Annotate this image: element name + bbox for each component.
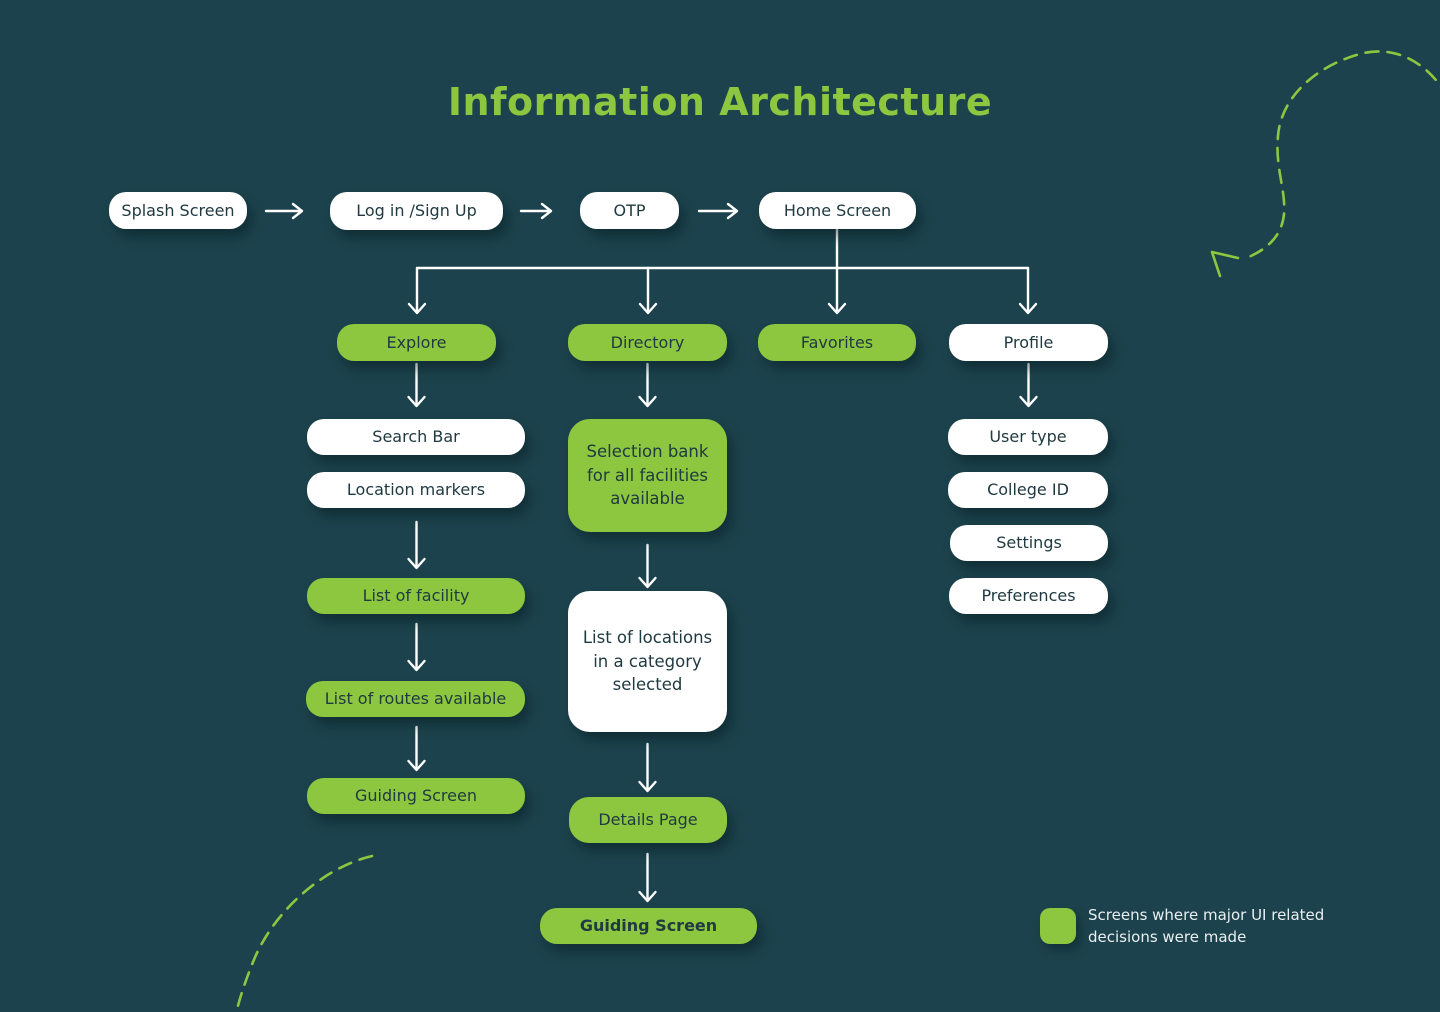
node-label: Log in /Sign Up	[356, 201, 477, 221]
legend-swatch	[1040, 908, 1076, 944]
node-label: Profile	[1003, 332, 1054, 352]
node-label: List of facility	[362, 586, 470, 606]
node-list-of-routes: List of routes available	[306, 681, 525, 717]
top-right-dashed-curve	[1242, 50, 1440, 261]
node-selection-bank: Selection bank for all facilities availa…	[568, 419, 727, 532]
legend-text: Screens where major UI related decisions…	[1088, 906, 1325, 946]
node-label: User type	[989, 427, 1067, 447]
node-search-bar: Search Bar	[307, 419, 525, 455]
node-label: Details Page	[598, 810, 698, 830]
bottom-left-dashed-curve	[235, 854, 374, 1012]
node-label: Settings	[996, 533, 1062, 553]
node-details-page: Details Page	[569, 797, 727, 843]
node-label: Selection bank for all facilities availa…	[586, 441, 709, 509]
node-college-id: College ID	[948, 472, 1108, 508]
node-label: Location markers	[346, 480, 486, 500]
node-label: Guiding Screen	[355, 786, 477, 806]
node-splash-screen: Splash Screen	[109, 192, 247, 229]
node-label: List of routes available	[324, 689, 507, 709]
node-user-type: User type	[948, 419, 1108, 455]
white-arrows	[264, 202, 1038, 903]
node-otp: OTP	[580, 192, 679, 229]
node-settings: Settings	[950, 525, 1108, 561]
node-label: Explore	[386, 332, 447, 352]
node-list-of-facility: List of facility	[307, 578, 525, 614]
node-guiding-screen-directory: Guiding Screen	[540, 908, 757, 944]
dashed-curve-arrowhead	[1210, 250, 1240, 278]
node-explore: Explore	[337, 324, 496, 361]
node-label: Splash Screen	[121, 200, 235, 220]
node-label: Directory	[610, 332, 685, 352]
node-login-signup: Log in /Sign Up	[330, 192, 503, 230]
node-label: Home Screen	[783, 200, 892, 220]
node-label: College ID	[987, 480, 1069, 500]
node-label: OTP	[613, 200, 646, 220]
node-location-markers: Location markers	[307, 472, 525, 508]
node-home-screen: Home Screen	[759, 192, 916, 229]
node-directory: Directory	[568, 324, 727, 361]
node-list-of-locations: List of locations in a category selected	[568, 591, 727, 732]
node-label: List of locations in a category selected	[582, 627, 713, 695]
node-favorites: Favorites	[758, 324, 916, 361]
node-label: Favorites	[800, 332, 874, 352]
node-guiding-screen-explore: Guiding Screen	[307, 778, 525, 814]
node-preferences: Preferences	[949, 578, 1108, 614]
node-label: Search Bar	[372, 427, 460, 447]
node-label: Guiding Screen	[579, 916, 718, 936]
decorative-dashed-curves	[235, 50, 1440, 1012]
page-title: Information Architecture	[447, 80, 993, 124]
node-label: Preferences	[981, 586, 1076, 606]
node-profile: Profile	[949, 324, 1108, 361]
